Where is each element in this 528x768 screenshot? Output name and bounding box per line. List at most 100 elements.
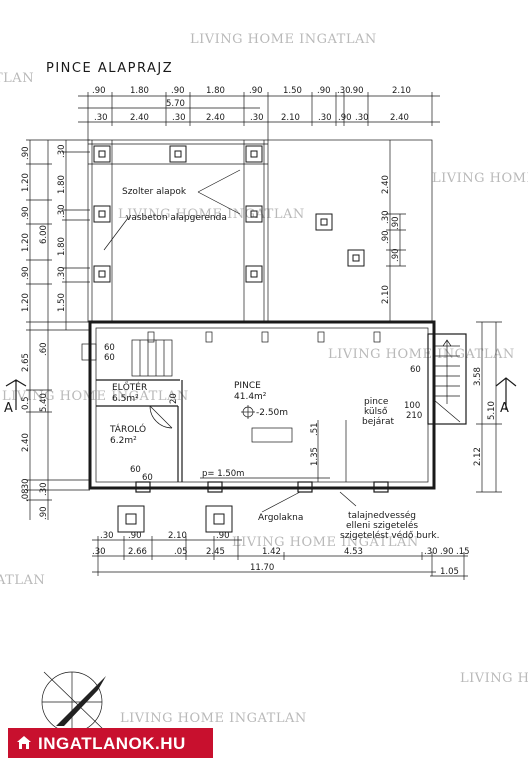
dim-label: 2.10 bbox=[281, 113, 300, 123]
dim-label: 3.58 bbox=[473, 367, 483, 386]
section-mark: A bbox=[4, 401, 14, 416]
dim-label: 2.65 bbox=[21, 353, 31, 372]
dim-label: .30 bbox=[100, 531, 114, 541]
dim-label: .30 bbox=[57, 266, 67, 280]
room-tarolo: TÁROLÓ bbox=[109, 423, 146, 435]
dim-label: 2.45 bbox=[206, 547, 225, 557]
top-dimension-labels: .90 1.80 .90 1.80 .90 1.50 .90 .30 .90 2… bbox=[92, 86, 411, 123]
dim-label: .90 bbox=[350, 86, 364, 96]
dim-label: .90 bbox=[128, 531, 142, 541]
dim-label: 2.10 bbox=[168, 531, 187, 541]
dim-label: .90 bbox=[381, 230, 391, 244]
window-size: 60 bbox=[104, 343, 115, 353]
watermark: LIVING HOME INGATLAN bbox=[120, 711, 307, 726]
watermark: LIVING HOME INGATLAN bbox=[232, 535, 419, 550]
dim-label: .15 bbox=[456, 547, 470, 557]
dim-label: 2.40 bbox=[130, 113, 149, 123]
dim-label: .30 bbox=[21, 478, 31, 492]
dim-label: 1.80 bbox=[57, 175, 67, 194]
note-p-height: p= 1.50m bbox=[202, 469, 244, 479]
dim-label: .90 bbox=[92, 86, 106, 96]
dim-label: .90 bbox=[21, 206, 31, 220]
brand-text: INGATLANOK.HU bbox=[38, 734, 186, 753]
dim-label: 5.70 bbox=[166, 99, 185, 109]
note-argolakna: Argolakna bbox=[258, 513, 303, 523]
bottom-dimension-labels: .30 .90 2.10 .90 .30 2.66 .05 2.45 1.42 … bbox=[92, 531, 470, 577]
window-wells: Argolakna talajnedvesség elleni szigetel… bbox=[117, 491, 439, 541]
left-dimension-labels: .90 1.20 .90 1.20 .90 1.20 6.00 .30 1.80… bbox=[21, 144, 67, 520]
watermark: LIVING HOME INGATLAN bbox=[2, 389, 189, 404]
dim-label: 1.50 bbox=[283, 86, 302, 96]
dim-label: .30 bbox=[92, 547, 106, 557]
dim-label: 1.20 bbox=[21, 293, 31, 312]
dim-label: .30 bbox=[355, 113, 369, 123]
dim-label: 1.42 bbox=[262, 547, 281, 557]
dim-label: .30 bbox=[39, 482, 49, 496]
dim-label: .90 bbox=[338, 113, 352, 123]
room-labels: ELŐTÉR 6.5m² TÁROLÓ 6.2m² PINCE 41.4m² -… bbox=[104, 343, 422, 483]
dim-label: .90 bbox=[440, 547, 454, 557]
watermark: LIVING HOME INGATLAN bbox=[460, 671, 528, 686]
note-talajned: szigetelést védő burk. bbox=[340, 530, 439, 541]
dim-label: 1.20 bbox=[21, 173, 31, 192]
room-pince-area: 41.4m² bbox=[234, 392, 267, 402]
plan-title: PINCE ALAPRAJZ bbox=[46, 61, 173, 76]
room-pince-height: -2.50m bbox=[256, 408, 288, 418]
right-upper-dimension-chain: 2.40 .30 .90 .90 .90 2.10 bbox=[381, 140, 406, 322]
entrance-label: bejárat bbox=[362, 417, 394, 427]
dim-label: 1.80 bbox=[57, 237, 67, 256]
dim-label: 1.05 bbox=[440, 567, 459, 577]
note-talajned: elleni szigetelés bbox=[346, 520, 418, 531]
watermark: LIVING HOME INGATLAN bbox=[190, 32, 377, 47]
door-size: 100 bbox=[404, 401, 420, 411]
room-eloter-area: 6.5m² bbox=[112, 394, 139, 404]
watermark: LIVING HOME INGATLAN bbox=[118, 207, 305, 222]
dim-label: .30 bbox=[57, 144, 67, 158]
dim-label: .08 bbox=[21, 488, 31, 502]
watermark: LIVING HOME INGATLAN bbox=[328, 347, 515, 362]
dim-label: .30 bbox=[172, 113, 186, 123]
dim-label: .51 bbox=[310, 422, 320, 436]
dim-label: 6.00 bbox=[39, 225, 49, 244]
dim-label: .90 bbox=[171, 86, 185, 96]
dim-label: .30 bbox=[94, 113, 108, 123]
dim-label: 20 bbox=[169, 393, 179, 404]
dim-label: .30 bbox=[337, 86, 351, 96]
dim-label: .30 bbox=[250, 113, 264, 123]
dim-label: 1.35 bbox=[310, 447, 320, 466]
dim-label: 2.66 bbox=[128, 547, 147, 557]
dim-label: 11.70 bbox=[250, 563, 274, 573]
dim-label: 60 bbox=[130, 465, 141, 475]
dim-label: .90 bbox=[39, 506, 49, 520]
dim-label: .05 bbox=[174, 547, 188, 557]
dim-label: .30 bbox=[381, 210, 391, 224]
upper-terrace: Szolter alapok vasbeton alapgerenda bbox=[87, 139, 433, 323]
brand-logo: INGATLANOK.HU bbox=[8, 728, 213, 758]
dim-label: .90 bbox=[21, 146, 31, 160]
dim-label: .90 bbox=[391, 248, 401, 262]
dim-label: 60 bbox=[142, 473, 153, 483]
dim-label: .90 bbox=[21, 266, 31, 280]
entrance-label: külső bbox=[364, 407, 388, 417]
window-size: 60 bbox=[104, 353, 115, 363]
dim-label: 5.10 bbox=[487, 401, 497, 420]
note-talajned: talajnedvesség bbox=[348, 510, 416, 521]
compass-icon bbox=[41, 671, 106, 733]
watermark: TLAN bbox=[0, 71, 34, 86]
room-eloter: ELŐTÉR bbox=[112, 381, 147, 393]
bottom-dimension-chain bbox=[92, 536, 468, 580]
dim-label: 2.10 bbox=[392, 86, 411, 96]
dim-label: 2.40 bbox=[206, 113, 225, 123]
dim-label: 1.50 bbox=[57, 293, 67, 312]
dim-label: 0.5 bbox=[21, 396, 31, 410]
dim-label: 1.80 bbox=[206, 86, 225, 96]
note-vasbeton: vasbeton alapgerenda bbox=[126, 213, 227, 223]
dim-label: .30 bbox=[318, 113, 332, 123]
section-mark: A bbox=[500, 401, 510, 416]
dim-label: .60 bbox=[39, 342, 49, 356]
dim-label: .30 bbox=[424, 547, 438, 557]
dim-label: 1.20 bbox=[21, 233, 31, 252]
room-pince: PINCE bbox=[234, 381, 261, 391]
door-size: 210 bbox=[406, 411, 422, 421]
